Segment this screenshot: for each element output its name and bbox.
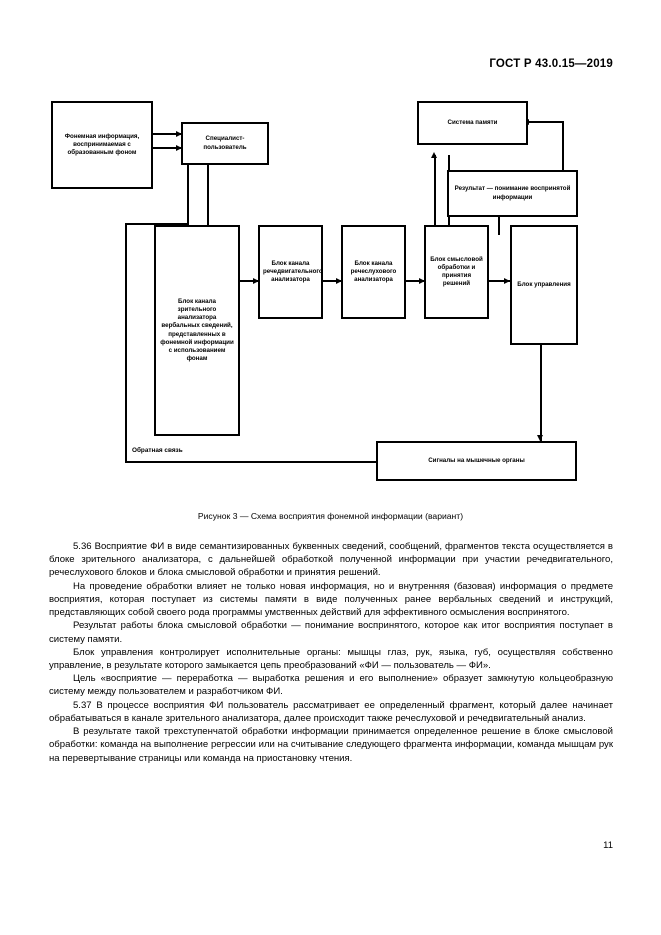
node-phonemic-info[interactable]: Фонемная информация, воспринимаемая с об…: [51, 101, 153, 189]
connector-speech-motor-to-auditory: [323, 280, 341, 282]
node-visual-analyzer[interactable]: Блок канала зрительного анализатора верб…: [154, 225, 240, 436]
node-control-block[interactable]: Блок управления: [510, 225, 578, 345]
node-phonemic-info-label: Фонемная информация, воспринимаемая с об…: [64, 132, 140, 157]
arrowhead-semantic-to-control: [504, 277, 510, 284]
connector-control-to-muscle-signals: [540, 345, 542, 441]
node-speech-motor-analyzer-label: Блок канала речедвигательного анализатор…: [263, 259, 323, 284]
node-memory-system-label: Система памяти: [447, 118, 498, 126]
connector-visual-to-speech-motor: [240, 280, 258, 282]
paragraph-semantic-result: Результат работы блока смысловой обработ…: [49, 620, 613, 645]
connector-semantic-to-result: [498, 201, 500, 235]
arrowhead-phonemic-to-user-lower: [176, 144, 182, 151]
arrowhead-control-to-muscle-signals: [536, 435, 543, 441]
paragraph-processing-influence: На проведение обработки влияет не только…: [49, 580, 613, 619]
node-visual-analyzer-label: Блок канала зрительного анализатора верб…: [160, 297, 234, 363]
node-speech-auditory-analyzer-label: Блок канала речеслухового анализатора: [350, 259, 397, 284]
node-speech-motor-analyzer[interactable]: Блок канала речедвигательного анализатор…: [258, 225, 323, 319]
connector-phonemic-to-user-lower: [153, 147, 181, 149]
arrowhead-phonemic-to-user-upper: [176, 130, 182, 137]
connector-feedback-elbow-top: [125, 223, 189, 225]
connector-feedback-riser-to-user: [187, 147, 189, 225]
node-specialist-user[interactable]: Специалист-пользователь: [181, 122, 269, 165]
connector-feedback-left-vertical: [125, 223, 127, 463]
figure-3-caption: Рисунок 3 — Схема восприятия фонемной ин…: [197, 511, 464, 521]
page-number: 11: [603, 840, 613, 851]
document-body-text: 5.36 Восприятие ФИ в виде семантизирован…: [49, 540, 613, 765]
connector-semantic-to-memory-up: [434, 155, 436, 233]
paragraph-cycle-goal: Цель «восприятие — переработка — выработ…: [49, 673, 613, 698]
arrowhead-speech-motor-to-auditory: [336, 277, 342, 284]
node-memory-system[interactable]: Система памяти: [417, 101, 528, 145]
connector-feedback-bottom-horizontal: [125, 461, 376, 463]
node-speech-auditory-analyzer[interactable]: Блок канала речеслухового анализатора: [341, 225, 406, 319]
node-result-understanding[interactable]: Результат — понимание воспринятой информ…: [447, 170, 578, 217]
connector-auditory-to-semantic: [406, 280, 424, 282]
arrowhead-semantic-to-memory: [430, 152, 437, 158]
connector-result-to-memory-vertical: [562, 121, 564, 201]
node-semantic-processing[interactable]: Блок смысловой обработки и принятия реше…: [424, 225, 489, 319]
connector-semantic-to-control: [489, 280, 510, 282]
paragraph-5-36: 5.36 Восприятие ФИ в виде семантизирован…: [49, 541, 613, 579]
connector-user-to-visual-analyzer: [207, 165, 209, 233]
document-header-standard-id: ГОСТ Р 43.0.15—2019: [489, 58, 613, 70]
node-muscle-signals-label: Сигналы на мышечные органы: [428, 456, 525, 464]
figure-3-diagram: Фонемная информация, воспринимаемая с об…: [0, 95, 661, 495]
paragraph-5-37: 5.37 В процессе восприятия ФИ пользовате…: [49, 699, 613, 724]
node-semantic-processing-label: Блок смысловой обработки и принятия реше…: [430, 255, 483, 288]
arrowhead-visual-to-speech-motor: [253, 277, 259, 284]
paragraph-three-stage-result: В результате такой трехступенчатой обраб…: [49, 726, 613, 764]
connector-result-to-memory-horizontal: [528, 121, 564, 123]
node-specialist-user-label: Специалист-пользователь: [203, 135, 247, 151]
node-muscle-signals[interactable]: Сигналы на мышечные органы: [376, 441, 577, 481]
arrowhead-auditory-to-semantic: [419, 277, 425, 284]
connector-phonemic-to-user-upper: [153, 133, 181, 135]
figure-feedback-label: Обратная связь: [131, 447, 184, 454]
node-result-understanding-label: Результат — понимание воспринятой информ…: [454, 185, 571, 201]
paragraph-control-block: Блок управления контролирует исполнитель…: [49, 646, 613, 671]
node-control-block-label: Блок управления: [517, 280, 571, 288]
